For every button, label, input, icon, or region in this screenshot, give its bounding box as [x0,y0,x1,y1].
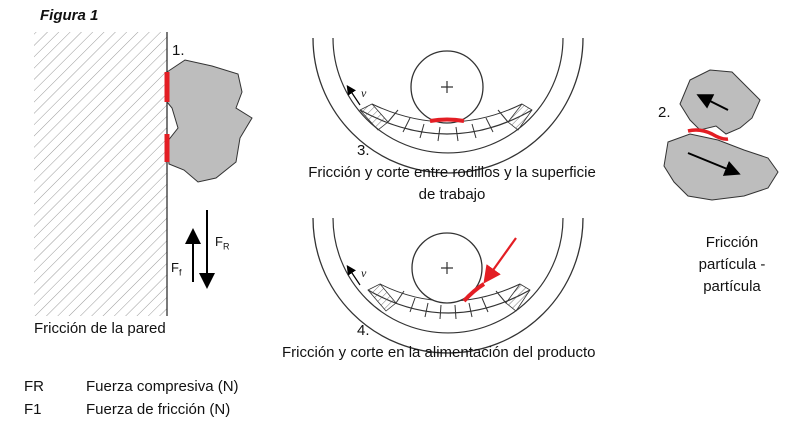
legend-desc-fr: Fuerza compresiva (N) [86,378,239,395]
legend-symbol-fr: FR [24,378,44,395]
panel-3-number: 3. [357,142,370,159]
legend-desc-f1: Fuerza de fricción (N) [86,401,231,418]
roller-hatch-right [507,103,533,131]
wall-caption: Fricción de la pared [34,320,166,337]
roller-outer-arc [312,37,584,174]
wall-hatched [34,32,167,316]
particle-upper [679,69,761,135]
rollers-panel [312,37,584,174]
particle-panel [663,69,779,201]
particle-arrow-upper [696,94,729,111]
wall-particle [166,59,253,183]
panel-4-number: 4. [357,322,370,339]
force-fr-label: FR [215,234,230,252]
panel-2-number: 2. [658,104,671,121]
feed-center-plus [441,262,453,274]
particle-contact-red [687,128,729,141]
roller-center-plus [441,81,453,93]
force-ff-label: Ff [171,260,182,278]
panel-1-number: 1. [172,42,185,59]
velocity-label-3: v [361,86,367,100]
figure-title: Figura 1 [40,7,99,24]
feed-red-arrow [483,237,517,284]
feed-outer-arc [312,217,584,354]
velocity-arrow-4 [346,265,361,286]
feed-contact-red [462,282,486,303]
velocity-label-4: v [361,266,367,280]
roller-inner-arc [332,37,564,154]
feed-inner-arc [332,217,564,334]
feed-hatch-left [367,283,397,312]
particle-arrow-lower [687,152,741,176]
legend-symbol-f1: F1 [24,401,42,418]
velocity-arrow-3 [346,85,361,106]
feed-hatch-right [505,283,531,312]
feed-caption: Fricción y corte en la alimentación del … [282,344,596,361]
wall-panel [34,32,253,316]
roller-contact-red [429,117,465,123]
rollers-caption: Fricción y corte entre rodillos y la sup… [308,164,596,203]
feed-panel [312,217,584,354]
particle-caption: Fricción partícula - partícula [698,234,766,295]
